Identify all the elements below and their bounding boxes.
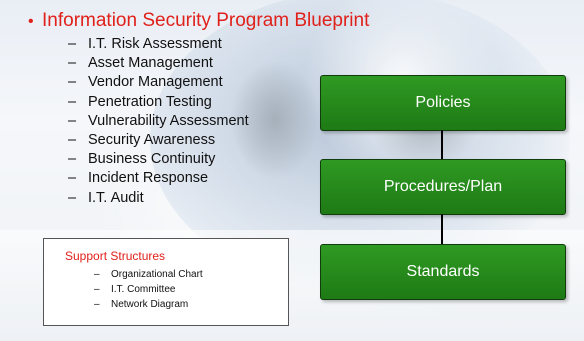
support-structures-title: Support Structures [65,249,166,263]
support-structures-box: Support Structures Organizational Chart … [43,238,289,326]
support-item: I.T. Committee [94,282,203,297]
topic-item: Penetration Testing [68,93,249,112]
procedures-plan-label: Procedures/Plan [383,178,503,195]
topic-item: Security Awareness [68,131,249,150]
topic-item: Asset Management [68,54,249,73]
topic-item: Business Continuity [68,150,249,169]
support-item: Organizational Chart [94,267,203,282]
program-topics-list: I.T. Risk Assessment Asset Management Ve… [68,35,249,208]
policies-label: Policies [415,94,471,111]
slide-title: • Information Security Program Blueprint [28,10,370,32]
topic-item: I.T. Audit [68,189,249,208]
standards-label: Standards [406,263,480,280]
topic-item: Vendor Management [68,73,249,92]
topic-item: Incident Response [68,169,249,188]
standards-box: Standards [320,244,566,300]
connector-line [441,214,443,244]
policies-box: Policies [320,75,566,131]
topic-item: I.T. Risk Assessment [68,35,249,54]
support-structures-list: Organizational Chart I.T. Committee Netw… [94,267,203,312]
connector-line [441,130,443,159]
procedures-plan-box: Procedures/Plan [320,159,566,215]
slide-title-text: Information Security Program Blueprint [42,10,370,31]
title-bullet: • [28,13,34,30]
support-item: Network Diagram [94,297,203,312]
topic-item: Vulnerability Assessment [68,112,249,131]
